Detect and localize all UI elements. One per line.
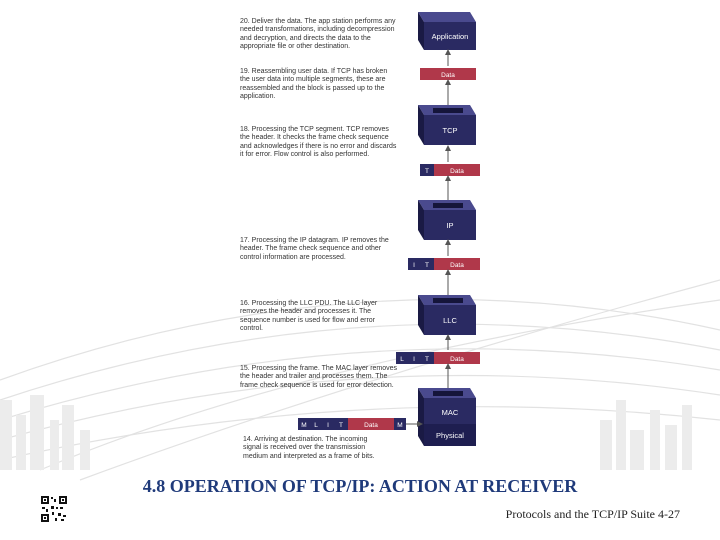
ip-label: IP (446, 221, 453, 230)
l-header-label: L (314, 422, 318, 429)
step-15-text: 15. Processing the frame. The MAC layer … (240, 365, 398, 389)
data-label: Data (450, 168, 464, 175)
i-header-label: I (327, 422, 329, 429)
tcp-label: TCP (443, 126, 458, 135)
step-16-text: 16. Processing the LLC PDU. The LLC laye… (240, 300, 378, 333)
t-header-label: T (425, 356, 429, 363)
qr-code-icon (40, 495, 68, 523)
step-18-text: 18. Processing the TCP segment. TCP remo… (240, 126, 397, 159)
data-label: Data (441, 72, 455, 79)
ip-box (418, 200, 476, 240)
application-label: Application (432, 32, 469, 41)
data-label: Data (364, 422, 378, 429)
physical-label: Physical (436, 431, 464, 440)
m-header-label: M (301, 422, 306, 429)
application-box (418, 12, 476, 50)
llc-box (418, 295, 476, 335)
tcp-header (420, 352, 434, 364)
data-pdu-tcp (434, 164, 480, 176)
tcp-header (420, 258, 434, 270)
l-header-label: L (400, 356, 404, 363)
t-header-label: T (339, 422, 343, 429)
llc-label: LLC (443, 316, 457, 325)
mac-label: MAC (442, 408, 459, 417)
data-label: Data (450, 262, 464, 269)
mac-trailer (394, 418, 406, 430)
tcp-header (334, 418, 348, 430)
i-header-label: I (413, 356, 415, 363)
ip-header (322, 418, 334, 430)
slide-title: 4.8 OPERATION OF TCP/IP: ACTION AT RECEI… (142, 476, 578, 496)
t-header-label: T (425, 262, 429, 269)
i-header-label: I (413, 262, 415, 269)
tcp-header (420, 164, 434, 176)
slide-footer: Protocols and the TCP/IP Suite 4-27 (505, 507, 680, 521)
mac-physical-box (418, 388, 476, 446)
llc-header (396, 352, 408, 364)
data-pdu-ip (434, 258, 480, 270)
step-20-text: 20. Deliver the data. The app station pe… (240, 18, 396, 51)
ip-header (408, 352, 420, 364)
step-17-text: 17. Processing the IP datagram. IP remov… (240, 237, 389, 261)
step-14-text: 14. Arriving at destination. The incomin… (243, 436, 375, 460)
step-19-text: 19. Reassembling user data. If TCP has b… (240, 68, 388, 101)
tcp-box (418, 105, 476, 145)
llc-header (310, 418, 322, 430)
t-header-label: T (425, 168, 429, 175)
data-pdu-frame (348, 418, 394, 430)
data-label: Data (450, 356, 464, 363)
ip-header (408, 258, 420, 270)
data-pdu-llc (434, 352, 480, 364)
data-pdu-app (420, 68, 476, 80)
m-trailer-label: M (397, 422, 402, 429)
mac-header (298, 418, 310, 430)
